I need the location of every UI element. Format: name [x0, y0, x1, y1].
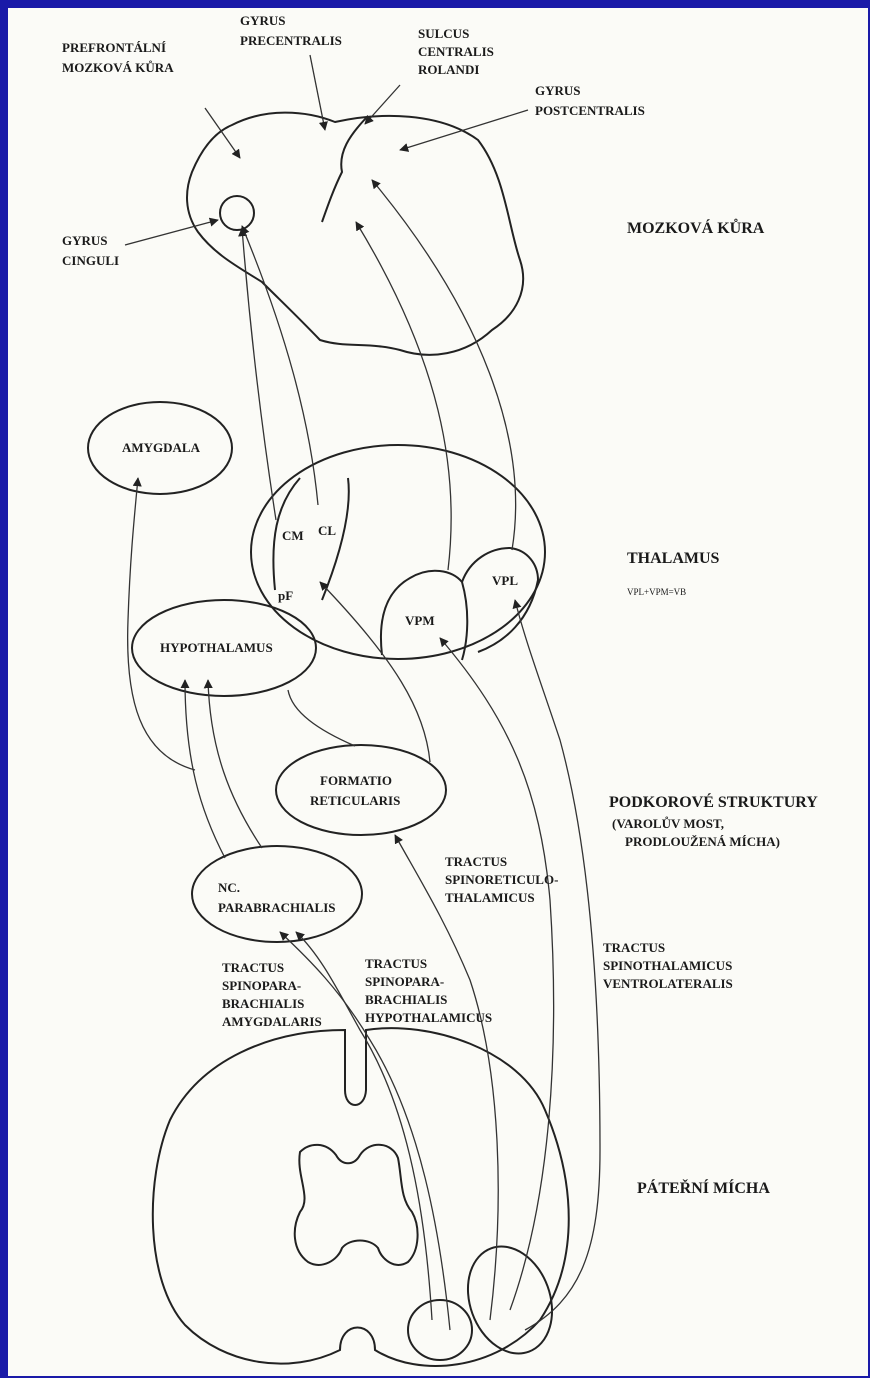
central-sulcus [322, 118, 366, 222]
label-subcortical-sub1: (VAROLŮV MOST, [612, 816, 724, 831]
label-formatio: FORMATIO RETICULARIS [310, 773, 400, 808]
label-cinguli: GYRUS CINGULI [62, 233, 119, 268]
arrow-postcentral [400, 110, 528, 150]
cortex-outline [187, 113, 523, 355]
gyrus-cinguli-circle [220, 196, 254, 230]
path-pb-to-hypothalamus-2 [208, 680, 262, 848]
arrow-prefrontal [205, 108, 240, 158]
label-postcentral: GYRUS POSTCENTRALIS [535, 83, 645, 118]
intralaminar-line-2 [322, 478, 349, 600]
path-formatio-lateral [288, 690, 355, 746]
grey-matter [295, 1145, 418, 1265]
path-to-amygdala [128, 478, 195, 770]
label-level-spinal: PÁTEŘNÍ MÍCHA [637, 1178, 770, 1197]
label-prefrontal: PREFRONTÁLNÍ MOZKOVÁ KŮRA [62, 40, 174, 75]
label-tract-spinoreticulo: TRACTUS SPINORETICULO- THALAMICUS [445, 854, 562, 905]
label-amygdala: AMYGDALA [122, 440, 201, 455]
label-vpm: VPM [405, 613, 435, 628]
path-spinoreticulo-to-formatio [395, 835, 498, 1320]
label-parabrachialis: NC. PARABRACHIALIS [218, 880, 336, 915]
label-tract-spinothalamicus: TRACTUS SPINOTHALAMICUS VENTROLATERALIS [603, 940, 736, 991]
arrow-sulcus [365, 85, 400, 124]
label-cm: CM [282, 528, 304, 543]
label-level-subcortical: PODKOROVÉ STRUKTURY [609, 792, 818, 811]
label-pf: pF [278, 588, 293, 603]
path-thalamus-to-cinguli-2 [242, 226, 318, 505]
spinal-cord-outline [153, 1028, 569, 1366]
label-level-cortex: MOZKOVÁ KŮRA [627, 218, 765, 237]
path-spinothalamic-to-vpl [515, 600, 600, 1330]
label-hypothalamus: HYPOTHALAMUS [160, 640, 273, 655]
label-vpl: VPL [492, 573, 518, 588]
path-parabrachial-2 [296, 932, 432, 1320]
thalamus-ellipse [251, 445, 545, 659]
arrow-cinguli [125, 220, 218, 245]
path-vpm-to-cortex [356, 222, 451, 570]
label-subcortical-sub2: PRODLOUŽENÁ MÍCHA) [625, 834, 780, 849]
label-precentral: GYRUS PRECENTRALIS [240, 13, 342, 48]
label-thalamus-note: VPL+VPM=VB [627, 587, 686, 597]
label-level-thalamus: THALAMUS [627, 550, 720, 567]
label-tract-amygdalaris: TRACTUS SPINOPARA- BRACHIALIS AMYGDALARI… [222, 960, 322, 1029]
arrow-precentral [310, 55, 325, 130]
formatio-reticularis-ellipse [276, 745, 446, 835]
vpl-outline [462, 548, 538, 652]
path-spinothalamic-to-vpm [440, 638, 554, 1310]
label-sulcus: SULCUS CENTRALIS ROLANDI [418, 26, 497, 77]
label-cl: CL [318, 523, 336, 538]
path-vpl-to-cortex [372, 180, 516, 550]
ventral-tract-bundle [408, 1300, 472, 1360]
path-formatio-to-thalamus [320, 582, 430, 762]
